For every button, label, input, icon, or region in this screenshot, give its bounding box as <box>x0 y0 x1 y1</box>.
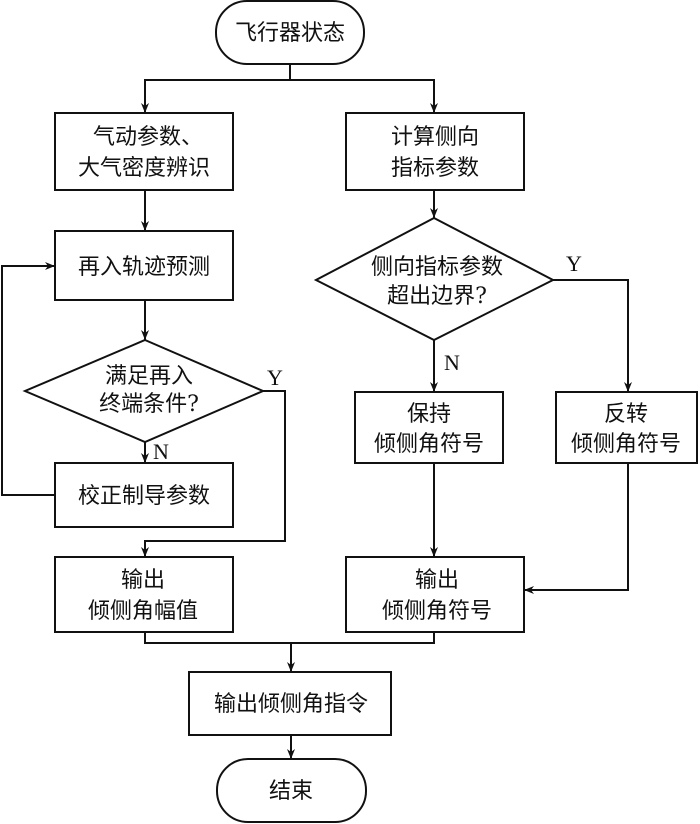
edge-start-to-lateral-calc <box>290 79 438 113</box>
terminal-shape <box>215 0 365 65</box>
node-reentry-predict: 再入轨迹预测 <box>54 230 234 301</box>
node-lateral-calc: 计算侧向 指标参数 <box>345 112 525 191</box>
edge-reverse-to-output-sign <box>524 463 629 594</box>
node-keep-sign-line1: 保持 <box>407 402 451 427</box>
node-correct-params: 校正制导参数 <box>54 462 234 528</box>
process-shape <box>54 112 234 191</box>
node-lateral-check: 侧向指标参数 超出边界? <box>313 216 556 342</box>
node-identify-line1: 气动参数、 <box>93 125 203 150</box>
node-keep-sign: 保持 倾侧角符号 <box>354 391 504 464</box>
lateral-check-no-label: N <box>444 350 460 375</box>
terminal-check-yes-label: Y <box>267 365 283 390</box>
lateral-check-yes-label: Y <box>566 251 582 276</box>
edges <box>1 64 632 759</box>
node-output-sign: 输出 倾侧角符号 <box>345 556 525 633</box>
node-identify: 气动参数、 大气密度辨识 <box>54 112 234 191</box>
process-shape <box>188 671 392 736</box>
node-output-magnitude-line2: 倾侧角幅值 <box>88 599 198 624</box>
process-shape <box>54 230 234 301</box>
node-reverse-sign-line2: 倾侧角符号 <box>571 432 681 457</box>
edge-terminal-check-yes <box>141 390 286 557</box>
node-lateral-calc-line2: 指标参数 <box>391 156 479 181</box>
edge-lateral-check-yes <box>553 279 632 392</box>
node-terminal-check-line2: 终端条件? <box>99 392 199 417</box>
node-start: 飞行器状态 <box>215 0 365 65</box>
edge-output-merge <box>144 632 435 644</box>
process-shape <box>54 462 234 528</box>
terminal-shape <box>216 758 367 823</box>
decision-shape <box>22 338 266 444</box>
node-lateral-calc-line1: 计算侧向 <box>391 125 479 150</box>
node-identify-line2: 大气密度辨识 <box>78 156 210 181</box>
node-end: 结束 <box>216 758 367 823</box>
node-end-label: 结束 <box>269 779 313 804</box>
node-output-sign-line1: 输出 <box>415 568 459 593</box>
decision-shape <box>313 216 556 342</box>
node-output-command: 输出倾侧角指令 <box>188 671 392 736</box>
process-shape <box>54 556 234 633</box>
node-keep-sign-line2: 倾侧角符号 <box>374 432 484 457</box>
node-reverse-sign-line1: 反转 <box>604 402 648 427</box>
node-reverse-sign: 反转 倾侧角符号 <box>555 391 698 464</box>
node-terminal-check: 满足再入 终端条件? <box>22 338 266 444</box>
node-lateral-check-line1: 侧向指标参数 <box>371 255 503 280</box>
node-correct-params-label: 校正制导参数 <box>78 484 210 509</box>
terminal-check-no-label: N <box>153 439 169 464</box>
node-output-sign-line2: 倾侧角符号 <box>382 599 492 624</box>
node-terminal-check-line1: 满足再入 <box>105 364 193 389</box>
edge-correct-loop <box>1 262 55 496</box>
process-shape <box>345 112 525 191</box>
process-shape <box>555 391 698 464</box>
process-shape <box>345 556 525 633</box>
process-shape <box>354 391 504 464</box>
edge-start-to-identify <box>141 79 290 113</box>
node-output-magnitude-line1: 输出 <box>121 568 165 593</box>
node-output-magnitude: 输出 倾侧角幅值 <box>54 556 234 633</box>
node-reentry-predict-label: 再入轨迹预测 <box>78 255 210 280</box>
node-lateral-check-line2: 超出边界? <box>387 284 487 309</box>
node-output-command-label: 输出倾侧角指令 <box>214 692 368 717</box>
node-start-label: 飞行器状态 <box>235 21 345 46</box>
